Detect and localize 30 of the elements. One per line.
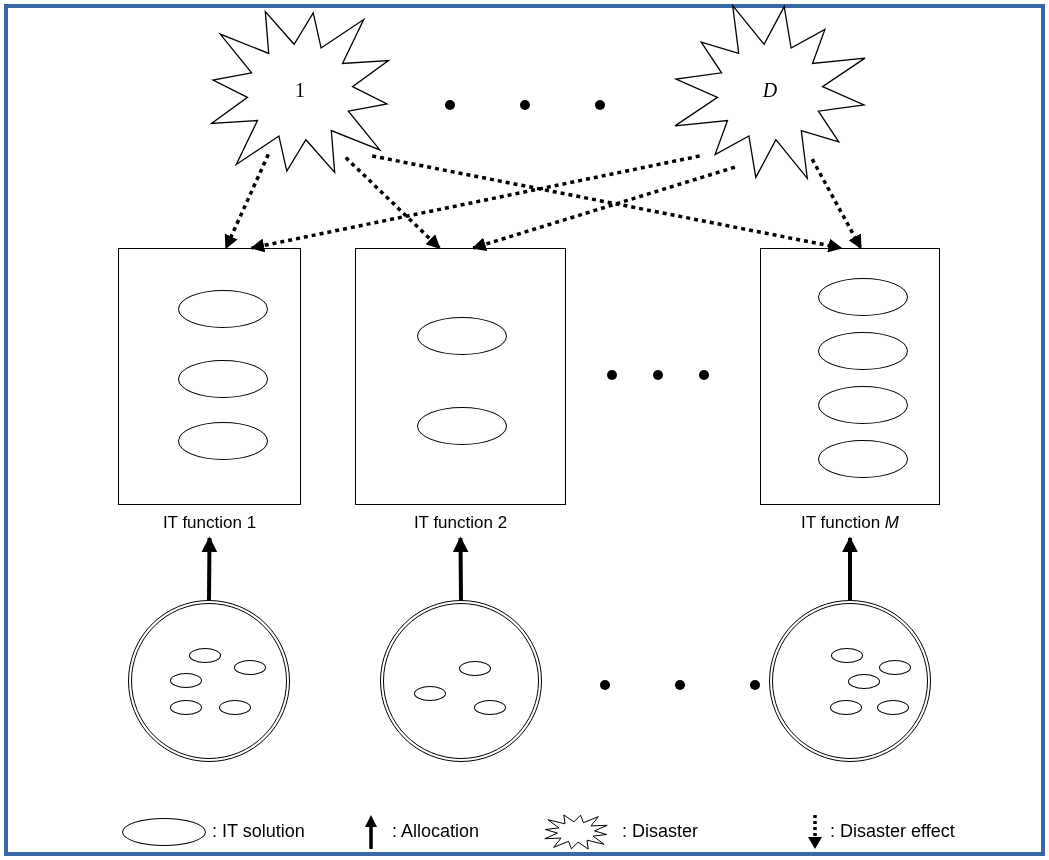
solution-ellipse — [234, 660, 266, 675]
arrow — [842, 536, 858, 600]
solution-ellipse — [219, 700, 251, 715]
solution-ellipse — [170, 700, 202, 715]
solution-ellipse — [877, 700, 909, 715]
dotted-arrow — [344, 156, 441, 250]
function-label: IT function 1 — [162, 513, 257, 533]
solution-ellipse — [830, 700, 862, 715]
solution-ellipse — [459, 661, 491, 676]
solution-ellipse — [189, 648, 221, 663]
solution-ellipse — [848, 674, 880, 689]
arrow — [201, 536, 218, 600]
solution-ellipse — [170, 673, 202, 688]
dotted-arrow — [371, 154, 843, 253]
function-label: IT function 2 — [413, 513, 508, 533]
solution-ellipse — [474, 700, 506, 715]
legend-text: : Disaster — [622, 821, 699, 842]
solution-ellipse — [831, 648, 863, 663]
legend-text: : IT solution — [212, 821, 305, 842]
legend-text: : Disaster effect — [830, 821, 955, 842]
legend-text: : Allocation — [392, 821, 480, 842]
solution-ellipse — [879, 660, 911, 675]
dotted-arrow — [471, 165, 736, 251]
arrow — [452, 536, 469, 600]
disaster-label: 1 — [295, 79, 305, 103]
dotted-arrow — [250, 154, 700, 253]
dotted-arrow — [810, 158, 863, 250]
solution-ellipse — [414, 686, 446, 701]
function-label: IT function M — [801, 513, 899, 533]
disaster-label: D — [762, 79, 778, 103]
